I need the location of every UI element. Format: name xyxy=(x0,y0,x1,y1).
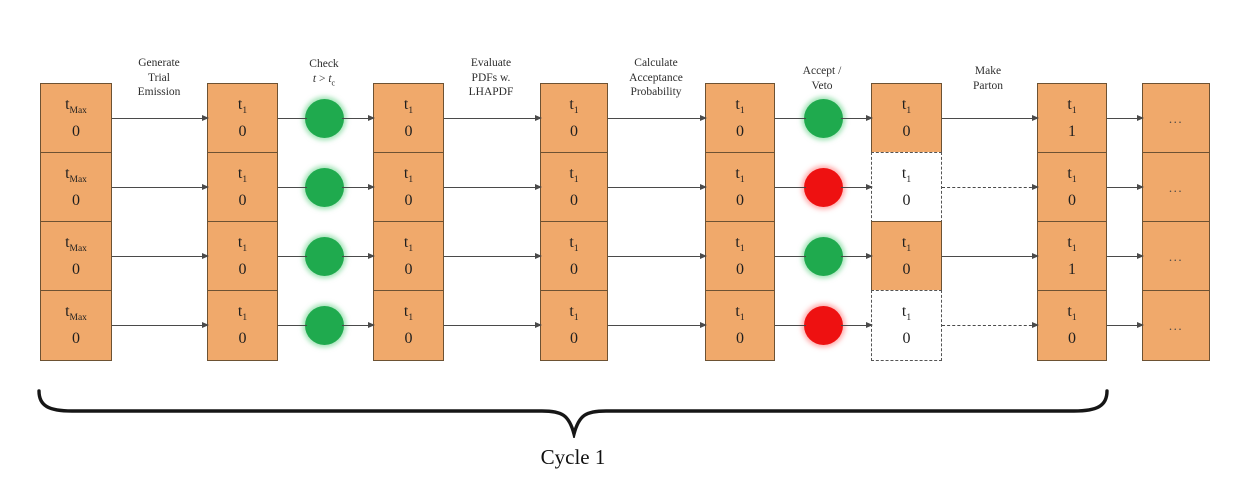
step-label-line: Parton xyxy=(972,79,1004,92)
flow-arrow xyxy=(608,183,707,190)
flow-arrow xyxy=(841,183,873,190)
step-label-generate-trial-emission: Generate Trial Emission xyxy=(99,56,219,100)
flow-arrow xyxy=(942,114,1039,121)
check-indicator xyxy=(305,168,344,207)
step-label-line: Check xyxy=(309,58,339,70)
step-label-line: PDFs w. xyxy=(471,71,511,84)
flow-line xyxy=(775,118,806,119)
flow-arrow xyxy=(942,252,1039,259)
ellipsis-box: ... xyxy=(1142,221,1210,292)
flow-arrow xyxy=(342,183,375,190)
flow-line xyxy=(775,256,806,257)
step-label-make-parton: Make Parton xyxy=(928,64,1048,93)
flow-arrow xyxy=(444,114,542,121)
step-label-line: Generate xyxy=(138,57,180,69)
flow-arrow xyxy=(342,252,375,259)
flow-arrow xyxy=(1107,321,1144,328)
flow-arrow xyxy=(444,183,542,190)
ellipsis-box: ... xyxy=(1142,152,1210,223)
step-label-line: Calculate xyxy=(634,57,678,69)
flow-arrow xyxy=(942,183,1039,190)
flow-arrow xyxy=(608,114,707,121)
check-indicator xyxy=(305,237,344,276)
flow-arrow xyxy=(608,252,707,259)
step-label-formula: t > tc xyxy=(312,72,336,88)
flow-arrow xyxy=(342,321,375,328)
flow-arrow xyxy=(608,321,707,328)
step-label-line: Acceptance xyxy=(629,71,683,84)
step-label-acceptance-probability: Calculate Acceptance Probability xyxy=(596,56,716,100)
step-label-line: Probability xyxy=(630,86,682,99)
accept-veto-indicator xyxy=(804,168,843,207)
flow-arrow xyxy=(112,183,209,190)
flow-arrow xyxy=(942,321,1039,328)
ellipsis-box: ... xyxy=(1142,83,1210,154)
step-label-line: Emission xyxy=(137,86,181,99)
flow-arrow xyxy=(841,321,873,328)
flow-arrow xyxy=(112,114,209,121)
step-label-line: Trial xyxy=(148,71,170,84)
step-label-line: Evaluate xyxy=(470,57,512,69)
flow-arrow xyxy=(112,252,209,259)
step-label-line: Make xyxy=(974,65,1002,77)
flow-line xyxy=(278,187,307,188)
accept-veto-indicator xyxy=(804,306,843,345)
flow-arrow xyxy=(444,321,542,328)
cycle-label: Cycle 1 xyxy=(540,445,606,469)
flow-line xyxy=(278,118,307,119)
step-label-evaluate-pdfs: Evaluate PDFs w. LHAPDF xyxy=(431,56,551,100)
flow-line xyxy=(775,325,806,326)
step-label-check-cutoff: Check t > tc xyxy=(264,57,384,88)
accept-veto-indicator xyxy=(804,99,843,138)
flow-arrow xyxy=(1107,114,1144,121)
flow-arrow xyxy=(1107,252,1144,259)
accept-veto-indicator xyxy=(804,237,843,276)
flow-line xyxy=(775,187,806,188)
step-label-line: Accept / xyxy=(802,65,842,77)
flow-arrow xyxy=(841,114,873,121)
step-label-line: Veto xyxy=(811,79,833,92)
step-label-line: LHAPDF xyxy=(468,86,514,99)
flow-line xyxy=(278,256,307,257)
flow-arrow xyxy=(444,252,542,259)
flow-arrow xyxy=(1107,183,1144,190)
flow-arrow xyxy=(841,252,873,259)
check-indicator xyxy=(305,99,344,138)
flow-arrow xyxy=(342,114,375,121)
cycle-brace xyxy=(37,389,1109,438)
ellipsis-box: ... xyxy=(1142,290,1210,361)
flow-arrow xyxy=(112,321,209,328)
check-indicator xyxy=(305,306,344,345)
step-label-accept-veto: Accept / Veto xyxy=(762,64,882,93)
flow-line xyxy=(278,325,307,326)
